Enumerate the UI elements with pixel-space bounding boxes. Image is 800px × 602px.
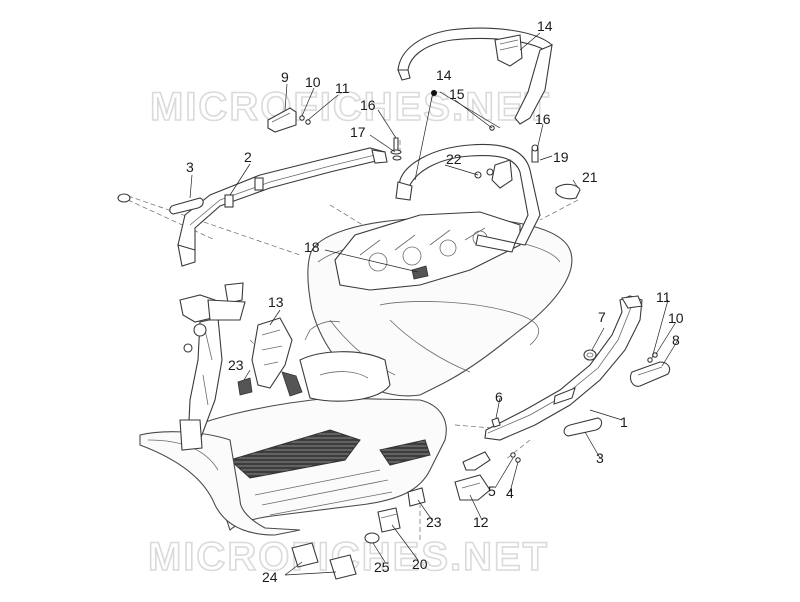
screws-right-upper — [531, 144, 539, 163]
part-12-clip-lower — [454, 451, 491, 501]
part-23-clips — [237, 377, 426, 507]
callout-4: 4 — [506, 485, 514, 501]
callout-10a: 10 — [305, 74, 321, 90]
part-1-side-rail-right — [484, 295, 643, 441]
part-25-grommet — [364, 532, 380, 544]
callout-3b: 3 — [596, 450, 604, 466]
bolts-upper-left — [390, 137, 402, 161]
callout-5: 5 — [488, 483, 496, 499]
callout-8: 8 — [672, 332, 680, 348]
part-2-side-rail-left — [177, 147, 388, 267]
callout-23a: 23 — [228, 357, 244, 373]
part-14-grab-handle — [395, 143, 541, 253]
callout-23b: 23 — [426, 514, 442, 530]
callout-10b: 10 — [668, 310, 684, 326]
part-14-rear-rack-upper — [397, 27, 553, 125]
part-20-rubber-pad — [377, 507, 401, 533]
callout-18: 18 — [304, 239, 320, 255]
part-21-clip-right — [555, 183, 581, 200]
callout-19: 19 — [553, 149, 569, 165]
callout-11a: 11 — [335, 80, 350, 96]
callout-2: 2 — [244, 149, 252, 165]
part-7-grommet — [583, 349, 597, 361]
part-8-end-cap — [629, 361, 671, 387]
callout-22: 22 — [446, 151, 462, 167]
callout-6: 6 — [495, 389, 503, 405]
part-18-clip — [411, 265, 429, 280]
scooter-body — [139, 211, 573, 536]
callout-13: 13 — [268, 294, 284, 310]
callout-14b: 14 — [436, 67, 452, 83]
callout-16a: 16 — [360, 97, 376, 113]
grommet-left — [117, 193, 131, 203]
callout-24: 24 — [262, 569, 278, 585]
part-24-rubber-blocks — [291, 542, 357, 580]
callout-12: 12 — [473, 514, 489, 530]
callout-7: 7 — [598, 309, 606, 325]
callout-3a: 3 — [186, 159, 194, 175]
callout-16b: 16 — [535, 111, 551, 127]
callout-labels: 3 2 9 10 11 16 17 14 15 14 16 19 22 21 1… — [186, 18, 684, 585]
callout-9: 9 — [281, 69, 289, 85]
part-3-trim-left — [169, 197, 204, 215]
part-13-clip-left — [251, 317, 293, 389]
callout-15: 15 — [449, 86, 465, 102]
watermark-top: MICROFICHES.NET — [150, 85, 551, 129]
leader-lines — [189, 32, 679, 576]
callout-1: 1 — [620, 414, 628, 430]
callout-17: 17 — [350, 124, 366, 140]
callout-25: 25 — [374, 559, 390, 575]
callout-11b: 11 — [656, 289, 671, 305]
callout-20: 20 — [412, 556, 428, 572]
callout-14a: 14 — [537, 18, 553, 34]
callout-21: 21 — [582, 169, 598, 185]
part-3-trim-right — [563, 417, 603, 437]
front-frame — [179, 282, 246, 451]
screws-lower — [491, 417, 521, 463]
bullet-dot — [431, 90, 437, 96]
